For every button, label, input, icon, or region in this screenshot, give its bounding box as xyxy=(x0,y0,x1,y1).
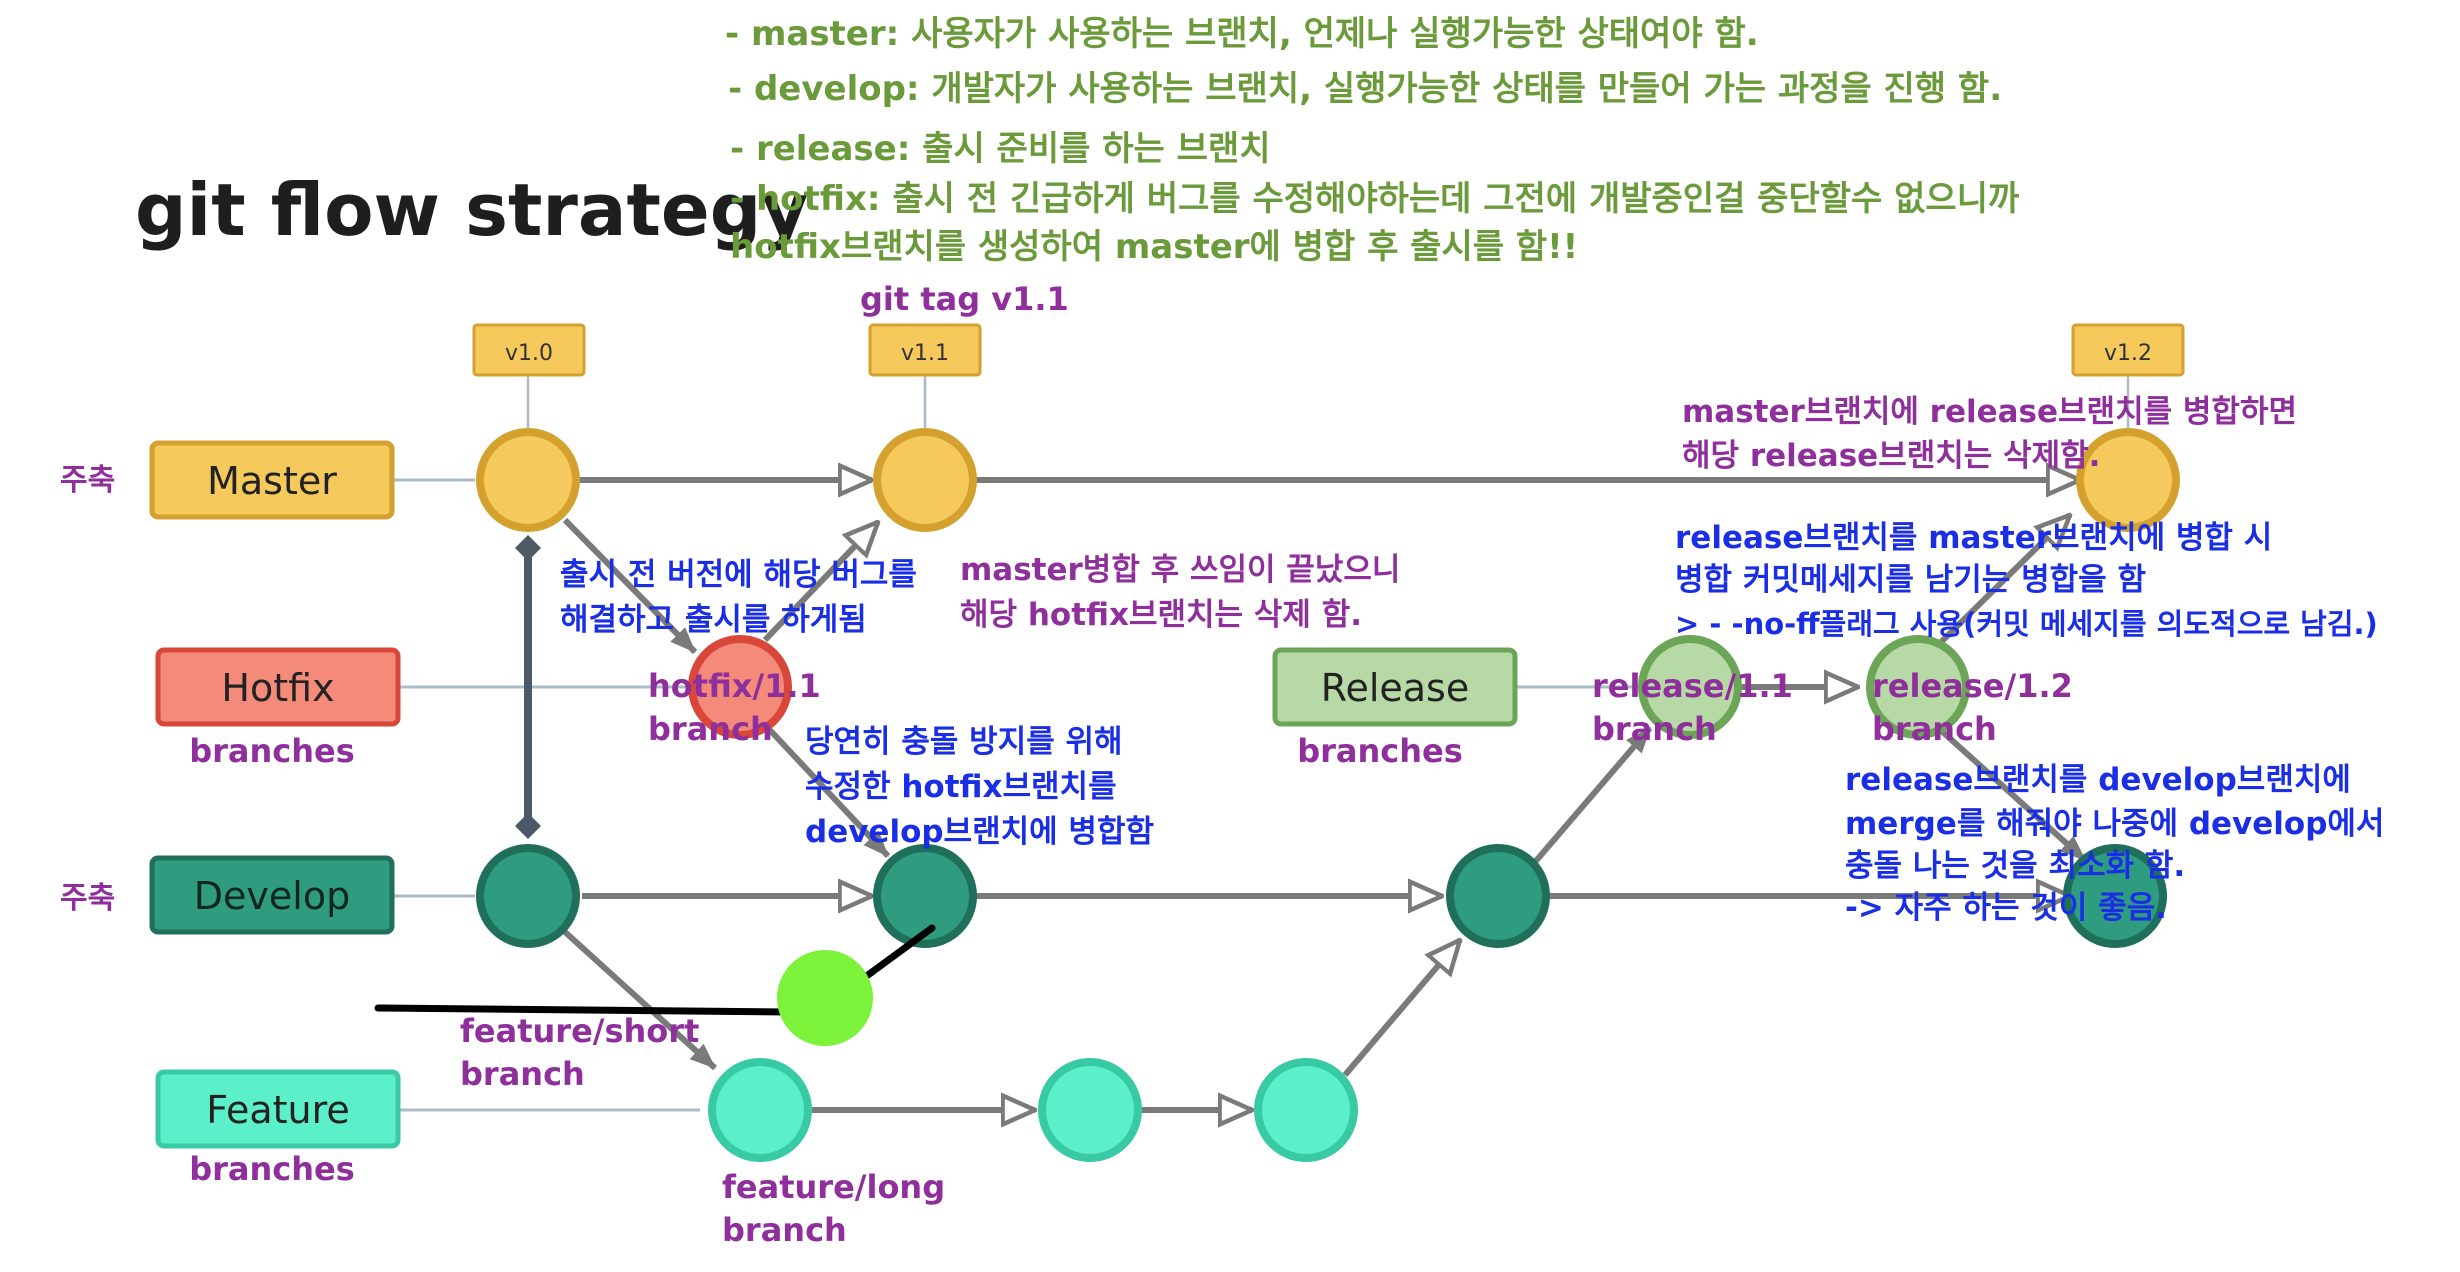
tag-v1-0: v1.0 xyxy=(472,323,586,377)
develop-merge-note: -> 자주 하는 것이 좋음. xyxy=(1845,890,2167,926)
merge-connector xyxy=(1932,722,2088,863)
tag-v1-0-label: v1.0 xyxy=(505,341,553,366)
tag-v1-2-label: v1.2 xyxy=(2104,341,2152,366)
master-commit-v1-2 xyxy=(2076,428,2180,532)
hotfix-branches-label: branches xyxy=(189,732,355,770)
commit-connectors xyxy=(562,480,2088,1110)
feature-lane-box xyxy=(155,1069,401,1149)
tag-v1-1-label: v1.1 xyxy=(901,341,949,366)
merge-connector xyxy=(1932,515,2070,651)
feature-long-branch-label: feature/long xyxy=(722,1168,945,1206)
feature-short-branch-label: feature/short xyxy=(460,1012,699,1050)
legend-release: - release: 출시 준비를 하는 브랜치 xyxy=(730,129,1270,169)
annotations: 출시 전 버전에 해당 버그를 해결하고 출시를 하게됨 master병합 후 … xyxy=(560,394,2384,926)
no-ff-note: 병합 커밋메세지를 남기는 병합을 함 xyxy=(1675,562,2146,598)
release-1-1-branch-label: branch xyxy=(1592,710,1717,748)
release-1-2-branch-label: release/1.2 xyxy=(1872,667,2073,705)
branch-labels: hotfix/1.1 branch release/1.1 branch rel… xyxy=(460,667,2073,1249)
page-title: git flow strategy xyxy=(135,168,808,252)
hotfix-branch-label: branch xyxy=(648,710,773,748)
release-1-2-branch-label: branch xyxy=(1872,710,1997,748)
master-lane-label: Master xyxy=(207,459,337,503)
branch-connector xyxy=(562,517,698,655)
master-merge-note: master병합 후 쓰임이 끝났으니 xyxy=(960,552,1400,588)
commits xyxy=(476,428,2180,1162)
feature-branches-label: branches xyxy=(189,1150,355,1188)
legend-hotfix: - hotfix: 출시 전 긴급하게 버그를 수정해야하는데 그전에 개발중인… xyxy=(730,179,2019,219)
tag-v1-2: v1.2 xyxy=(2071,323,2185,377)
hotfix-lane-label: Hotfix xyxy=(221,666,334,710)
legend: - master: 사용자가 사용하는 브랜치, 언제나 실행가능한 상태여야 … xyxy=(725,14,2019,267)
develop-lane-label: Develop xyxy=(194,874,350,918)
hotfix-commit xyxy=(688,635,792,739)
feature-commit xyxy=(1038,1058,1142,1162)
merge-connector xyxy=(1342,940,1460,1077)
develop-merge-note: 충돌 나는 것을 최소화 함. xyxy=(1845,848,2185,884)
develop-main-axis-label: 주축 xyxy=(60,881,115,916)
release-branches-label: branches xyxy=(1297,732,1463,770)
tag-v1-1: v1.1 xyxy=(868,323,982,377)
lane-labels: 주축 Master Hotfix branches Release branch… xyxy=(60,440,1518,1188)
develop-commit xyxy=(1446,844,1550,948)
merge-connector xyxy=(762,522,878,643)
master-commit-v1-0 xyxy=(476,428,580,532)
develop-merge-note: merge를 해줘야 나중에 develop에서 xyxy=(1845,806,2384,842)
legend-hotfix-cont: hotfix브랜치를 생성하여 master에 병합 후 출시를 함!! xyxy=(730,227,1578,267)
master-lane-box xyxy=(149,440,395,520)
hotfix-fix-note: 출시 전 버전에 해당 버그를 xyxy=(560,557,917,593)
develop-commit xyxy=(873,844,977,948)
hotfix-fix-note: 해결하고 출시를 하게됨 xyxy=(560,602,867,638)
no-ff-note: release브랜치를 master브랜치에 병합 시 xyxy=(1675,520,2272,556)
lane-guides xyxy=(392,478,1638,1112)
release-1-2-commit xyxy=(1866,635,1970,739)
feature-lane-label: Feature xyxy=(206,1088,350,1132)
legend-develop: - develop: 개발자가 사용하는 브랜치, 실행가능한 상태를 만들어 … xyxy=(728,69,2002,109)
branch-connector xyxy=(1532,726,1653,864)
legend-master: - master: 사용자가 사용하는 브랜치, 언제나 실행가능한 상태여야 … xyxy=(725,14,1759,54)
release-lane-label: Release xyxy=(1321,666,1469,710)
feature-long-branch-label: branch xyxy=(722,1211,847,1249)
feature-commit xyxy=(1254,1058,1358,1162)
develop-lane-box xyxy=(149,855,395,935)
master-merge-note: 해당 hotfix브랜치는 삭제 함. xyxy=(960,597,1362,633)
conflict-note: 당연히 충돌 방지를 위해 xyxy=(805,724,1123,760)
master-commit-v1-1 xyxy=(873,428,977,532)
develop-commit xyxy=(476,844,580,948)
branch-connector xyxy=(562,929,718,1071)
conflict-note: 수정한 hotfix브랜치를 xyxy=(805,769,1117,805)
git-tag-note: git tag v1.1 xyxy=(860,280,1069,318)
release-1-1-commit xyxy=(1638,635,1742,739)
release-lane-box xyxy=(1272,647,1518,727)
feature-short-branch-label: branch xyxy=(460,1055,585,1093)
merge-connector xyxy=(765,725,891,859)
develop-merge-note: release브랜치를 develop브랜치에 xyxy=(1845,762,2351,798)
feature-commit xyxy=(708,1058,812,1162)
conflict-note: develop브랜치에 병합함 xyxy=(805,814,1154,850)
hotfix-lane-box xyxy=(155,647,401,727)
release-1-1-branch-label: release/1.1 xyxy=(1592,667,1793,705)
no-ff-note: > - -no-ff플래그 사용(커밋 메세지를 의도적으로 남김.) xyxy=(1675,607,2378,641)
master-main-axis-label: 주축 xyxy=(60,463,115,498)
highlight-dot xyxy=(777,950,873,1046)
hand-drawn-annotation xyxy=(374,924,936,1046)
develop-commit xyxy=(2063,844,2167,948)
hotfix-branch-label: hotfix/1.1 xyxy=(648,667,821,705)
release-delete-note: 해당 release브랜치는 삭제함. xyxy=(1682,438,2100,474)
release-delete-note: master브랜치에 release브랜치를 병합하면 xyxy=(1682,394,2297,430)
